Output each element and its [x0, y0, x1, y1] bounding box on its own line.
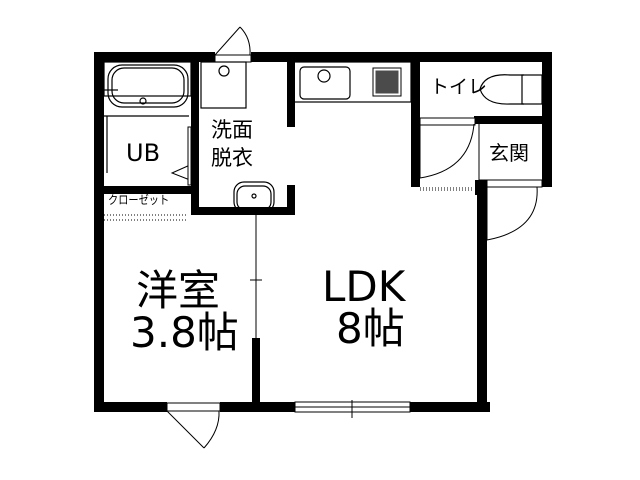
wash-basin	[233, 181, 275, 213]
label-closet: クローゼット	[108, 193, 170, 207]
label-ldk-size: 8帖	[336, 304, 405, 353]
closet-lines	[104, 214, 188, 221]
label-toilet: トイレ	[430, 76, 488, 98]
walls	[94, 52, 552, 412]
washing-machine-space	[200, 61, 247, 109]
label-washroom-2: 脱衣	[211, 146, 253, 170]
kitchen-counter	[293, 61, 412, 103]
label-washroom-1: 洗面	[211, 118, 253, 142]
label-western-room: 洋室	[136, 266, 221, 315]
label-unit-bath: UB	[126, 139, 161, 167]
door-washroom-top	[214, 26, 252, 63]
door-entrance	[486, 179, 543, 241]
door-toilet	[419, 117, 476, 191]
label-western-room-size: 3.8帖	[130, 308, 239, 357]
label-entrance: 玄関	[489, 141, 529, 165]
stove	[372, 67, 402, 97]
sliding-door-western	[250, 215, 262, 338]
toilet-fixture	[479, 74, 543, 105]
door-western-bottom	[166, 402, 221, 449]
bathtub	[103, 61, 192, 173]
label-ldk: LDK	[322, 262, 406, 311]
window-ldk	[294, 400, 411, 418]
